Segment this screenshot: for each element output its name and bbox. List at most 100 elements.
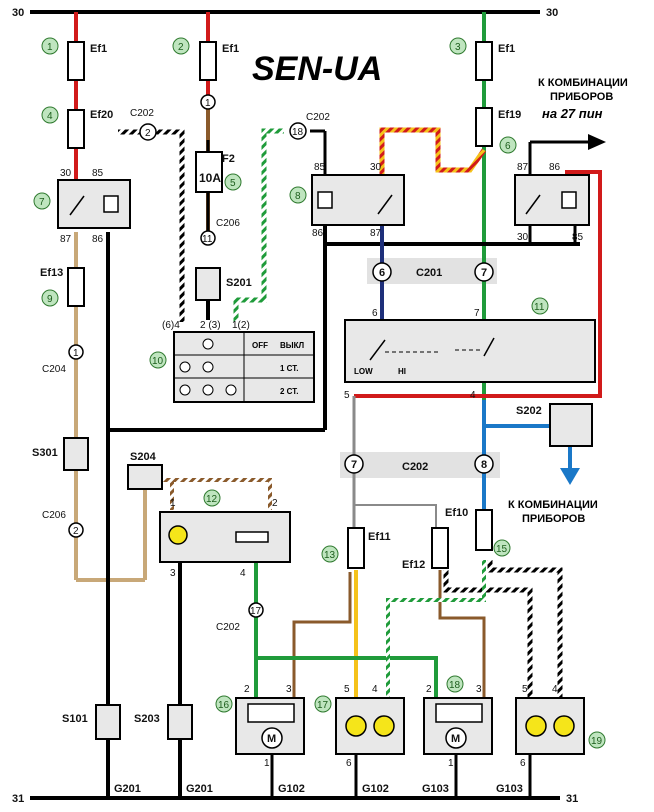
callout-num-2: 2 — [178, 42, 184, 53]
pin-c206-2 — [68, 522, 84, 538]
label-ef1-c: Ef1 — [498, 43, 515, 55]
callout-11 — [531, 297, 549, 315]
wire-ry — [379, 127, 487, 175]
pin-l19-4: 4 — [552, 684, 558, 695]
pin-sw10-64: (6)4 — [162, 320, 180, 331]
pin-c204-1 — [68, 344, 84, 360]
fuse-ef1-c — [475, 41, 493, 81]
pin-r8-30: 30 — [370, 162, 382, 173]
fuse-ef11 — [347, 527, 365, 569]
callout-num-12: 12 — [206, 494, 218, 505]
callout-18 — [446, 675, 464, 693]
label-c204: C204 — [42, 364, 66, 375]
motor-16-m: M — [267, 733, 276, 745]
pin-l19-5: 5 — [522, 684, 528, 695]
callout-3 — [449, 37, 467, 55]
callout-num-1: 1 — [47, 42, 53, 53]
splice-s203 — [167, 704, 193, 740]
wire-grey-ef12 — [353, 504, 437, 528]
callout-num-4: 4 — [47, 111, 53, 122]
switch-11-arm2 — [483, 337, 495, 357]
pin-label-f2-1: 1 — [205, 98, 211, 109]
wire-brn-ef12 — [438, 570, 486, 700]
callout-9 — [41, 289, 59, 307]
callout-num-16: 16 — [218, 700, 230, 711]
callout-16 — [215, 695, 233, 713]
pin-r14-86: 86 — [549, 162, 561, 173]
label-c202-a: C202 — [130, 108, 154, 119]
wire-bw-l19a — [487, 560, 563, 700]
label-g103-a: G103 — [422, 783, 449, 795]
label-ef13: Ef13 — [40, 267, 63, 279]
pin-sw10-23: 2 (3) — [200, 320, 221, 331]
label-ef1-b: Ef1 — [222, 43, 239, 55]
splice-s101 — [95, 704, 121, 740]
relay-7 — [57, 179, 131, 229]
label-ef19: Ef19 — [498, 109, 521, 121]
label-c206-a: C206 — [216, 218, 240, 229]
relay-7-contact — [69, 195, 85, 216]
label-s203: S203 — [134, 713, 160, 725]
switch-10-dot1 — [202, 338, 214, 350]
pin-m16-2: 2 — [244, 684, 250, 695]
arrow-right-black — [588, 134, 606, 150]
label-s101: S101 — [62, 713, 88, 725]
splice-s202 — [549, 403, 593, 447]
callout-num-11: 11 — [534, 302, 545, 313]
motor-18-circle — [445, 727, 467, 749]
pin-m16-1: 1 — [264, 758, 270, 769]
brand-logo: SEN-UA — [252, 50, 382, 88]
callout-num-7: 7 — [39, 197, 45, 208]
sw10-off-ru: ВЫКЛ — [280, 341, 304, 350]
callout-num-19: 19 — [591, 736, 603, 747]
pin-m16-3: 3 — [286, 684, 292, 695]
pin-r14-85: 85 — [572, 232, 584, 243]
relay-14-coil — [561, 191, 577, 209]
label-ef1-a: Ef1 — [90, 43, 107, 55]
callout-4 — [41, 106, 59, 124]
fuse-ef10 — [475, 509, 493, 551]
lamp-19-a — [525, 715, 547, 737]
splice-s204 — [127, 464, 163, 490]
fuse-ef12 — [431, 527, 449, 569]
callout-12 — [203, 489, 221, 507]
callout-6 — [499, 136, 517, 154]
label-c202-c: C202 — [402, 461, 428, 473]
pin-r7-86: 86 — [92, 234, 104, 245]
pin-c202-17 — [248, 602, 264, 618]
motor-18-m: M — [451, 733, 460, 745]
callout-15 — [493, 539, 511, 557]
pin-f2-1 — [200, 94, 216, 110]
callout-10 — [149, 351, 167, 369]
wire-red-loop — [354, 170, 602, 398]
wire-gw-l17 — [386, 560, 486, 700]
label-g201-a: G201 — [114, 783, 141, 795]
pin-label-c206-2: 2 — [73, 526, 79, 537]
callout-num-18: 18 — [449, 680, 461, 691]
label-f2-rating: 10A — [199, 171, 221, 185]
callout-num-13: 13 — [324, 550, 336, 561]
note-top-right-2: ПРИБОРОВ — [550, 91, 613, 103]
wiper-low: LOW — [354, 367, 373, 376]
pin-c202-8 — [474, 454, 494, 474]
pin-r7-87: 87 — [60, 234, 72, 245]
callout-19 — [588, 731, 606, 749]
pin-c202-18 — [289, 122, 307, 140]
lamp-17-a — [345, 715, 367, 737]
label-ef10: Ef10 — [445, 507, 468, 519]
pin-r14-87: 87 — [517, 162, 529, 173]
callout-num-17: 17 — [317, 700, 329, 711]
pin-r8-85: 85 — [314, 162, 326, 173]
switch-11-arm1 — [369, 339, 386, 361]
pin-l17-4: 4 — [372, 684, 378, 695]
switch-10-dot4 — [179, 384, 191, 396]
fuse-f2 — [195, 151, 223, 193]
pin-label-c202-17: 17 — [250, 606, 262, 617]
pin-label-c202-8: 8 — [481, 459, 487, 471]
label-c201: C201 — [416, 267, 442, 279]
label-c202-d: C202 — [216, 622, 240, 633]
label-ef12: Ef12 — [402, 559, 425, 571]
pin-r7-30: 30 — [60, 168, 72, 179]
arrow-down-blue — [560, 468, 580, 485]
